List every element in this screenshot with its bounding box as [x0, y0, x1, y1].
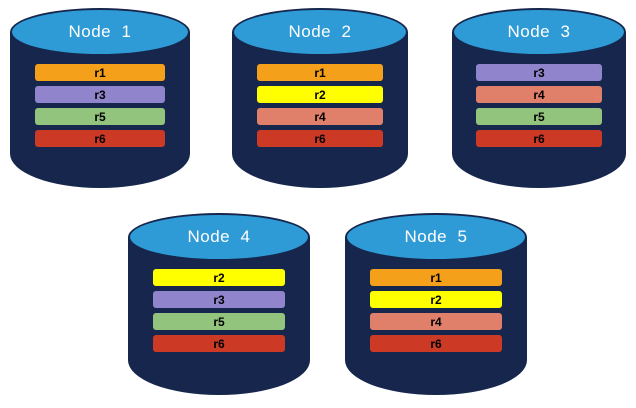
- node-4-replica-r3[interactable]: r3: [153, 291, 285, 308]
- node-5-replica-list: r1 r2 r4 r6: [345, 269, 527, 352]
- node-5-replica-r6[interactable]: r6: [370, 335, 502, 352]
- node-1-replica-r3[interactable]: r3: [35, 86, 165, 103]
- node-3-replica-r5[interactable]: r5: [476, 108, 602, 125]
- node-2-replica-r4[interactable]: r4: [256, 108, 384, 125]
- node-2-cylinder-top: [232, 8, 408, 56]
- node-5-replica-r2[interactable]: r2: [370, 291, 502, 308]
- node-3-replica-list: r3 r4 r5 r6: [452, 64, 626, 147]
- node-5-replica-r4[interactable]: r4: [370, 313, 502, 330]
- node-4-replica-r5[interactable]: r5: [153, 313, 285, 330]
- node-2-replica-r6[interactable]: r6: [256, 130, 384, 147]
- node-3-replica-r3[interactable]: r3: [476, 64, 602, 81]
- node-4-cylinder-top: [128, 213, 310, 261]
- node-2-replica-r1[interactable]: r1: [256, 64, 384, 81]
- node-2-replica-list: r1 r2 r4 r6: [232, 64, 408, 147]
- node-4-replica-r2[interactable]: r2: [153, 269, 285, 286]
- node-1-cylinder-top: [10, 8, 190, 56]
- node-3-replica-r4[interactable]: r4: [476, 86, 602, 103]
- node-5-replica-r1[interactable]: r1: [370, 269, 502, 286]
- node-1-replica-r6[interactable]: r6: [35, 130, 165, 147]
- node-3-cylinder-top: [452, 8, 626, 56]
- node-5-cylinder-top: [345, 213, 527, 261]
- node-1-replica-r5[interactable]: r5: [35, 108, 165, 125]
- node-3-replica-r6[interactable]: r6: [476, 130, 602, 147]
- node-4-replica-r6[interactable]: r6: [153, 335, 285, 352]
- node-4-replica-list: r2 r3 r5 r6: [128, 269, 310, 352]
- node-2-replica-r2[interactable]: r2: [256, 86, 384, 103]
- node-1-replica-r1[interactable]: r1: [35, 64, 165, 81]
- node-1-replica-list: r1 r3 r5 r6: [10, 64, 190, 147]
